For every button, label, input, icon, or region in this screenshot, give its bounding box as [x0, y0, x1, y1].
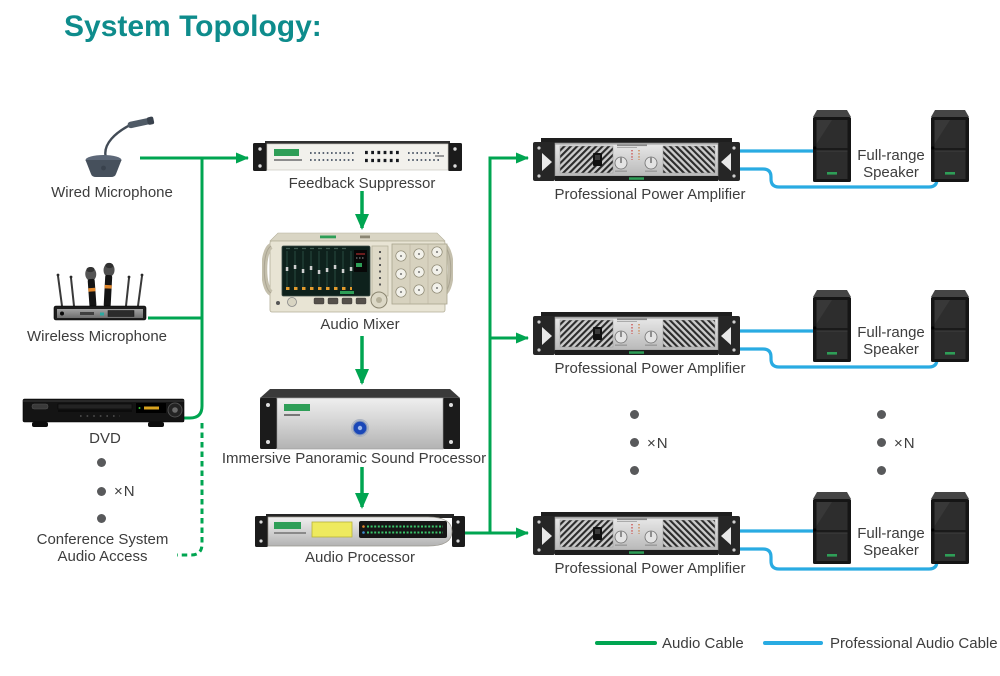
cable-amp2-speaker2R — [738, 347, 939, 369]
wired-microphone-label: Wired Microphone — [51, 184, 173, 201]
power-amplifier-1-image — [533, 138, 740, 185]
power-amplifier-2-label: Professional Power Amplifier — [554, 360, 746, 377]
repeat-xn-amplifiers: ×N — [647, 435, 669, 452]
cable-source-bus-vertical — [184, 158, 204, 420]
page-title: System Topology: — [64, 10, 322, 43]
immersive-processor-image — [260, 389, 460, 450]
legend-professional-audio-cable-line — [763, 641, 823, 645]
repeat-dot — [877, 466, 886, 475]
audio-cable-green-lines — [140, 152, 529, 557]
speaker-1-label-line1: Full-range — [857, 147, 925, 164]
speaker-3-label: Full-range Speaker — [846, 525, 936, 559]
repeat-dot — [877, 438, 886, 447]
cable-bus-to-amp1 — [488, 152, 529, 533]
audio-mixer-label: Audio Mixer — [320, 316, 400, 333]
repeat-dot — [97, 487, 106, 496]
audio-mixer-image — [262, 232, 453, 313]
repeat-dot — [630, 410, 639, 419]
repeat-dot — [630, 438, 639, 447]
conference-system-label-line1: Conference System — [36, 531, 169, 548]
repeat-dot — [630, 466, 639, 475]
feedback-suppressor-label: Feedback Suppressor — [288, 175, 436, 192]
repeat-xn-sources: ×N — [114, 483, 136, 500]
wireless-microphone-image — [53, 262, 147, 321]
speaker-2-label-line2: Speaker — [863, 341, 919, 358]
power-amplifier-3-label: Professional Power Amplifier — [554, 560, 746, 577]
feedback-suppressor-image — [253, 141, 462, 171]
repeat-dot — [877, 410, 886, 419]
speaker-2-label: Full-range Speaker — [846, 324, 936, 358]
audio-processor-label: Audio Processor — [304, 549, 416, 566]
speaker-3-label-line1: Full-range — [857, 525, 925, 542]
repeat-dot — [97, 458, 106, 467]
speaker-1-label-line2: Speaker — [863, 164, 919, 181]
immersive-processor-label: Immersive Panoramic Sound Processor — [221, 450, 487, 467]
power-amplifier-2-image — [533, 312, 740, 359]
speaker-1-label: Full-range Speaker — [846, 147, 936, 181]
repeat-xn-speakers: ×N — [894, 435, 916, 452]
conference-system-label: Conference System Audio Access — [20, 531, 185, 565]
wireless-microphone-label: Wireless Microphone — [26, 328, 168, 345]
legend-audio-cable-label: Audio Cable — [662, 635, 744, 652]
dvd-player-image — [22, 398, 185, 427]
legend-audio-cable-line — [595, 641, 657, 645]
power-amplifier-1-label: Professional Power Amplifier — [554, 186, 746, 203]
legend-professional-audio-cable-label: Professional Audio Cable — [830, 635, 998, 652]
conference-system-label-line2: Audio Access — [57, 548, 148, 565]
power-amplifier-3-image — [533, 512, 740, 559]
professional-audio-cable-blue-lines — [738, 149, 939, 571]
wired-microphone-image — [85, 116, 155, 177]
speaker-3-label-line2: Speaker — [863, 542, 919, 559]
cable-amp3-speaker3R — [738, 547, 939, 571]
audio-processor-image — [255, 514, 465, 547]
repeat-dot — [97, 514, 106, 523]
cable-amp1-speaker1R — [738, 167, 939, 189]
dvd-label: DVD — [89, 430, 121, 447]
speaker-2-label-line1: Full-range — [857, 324, 925, 341]
